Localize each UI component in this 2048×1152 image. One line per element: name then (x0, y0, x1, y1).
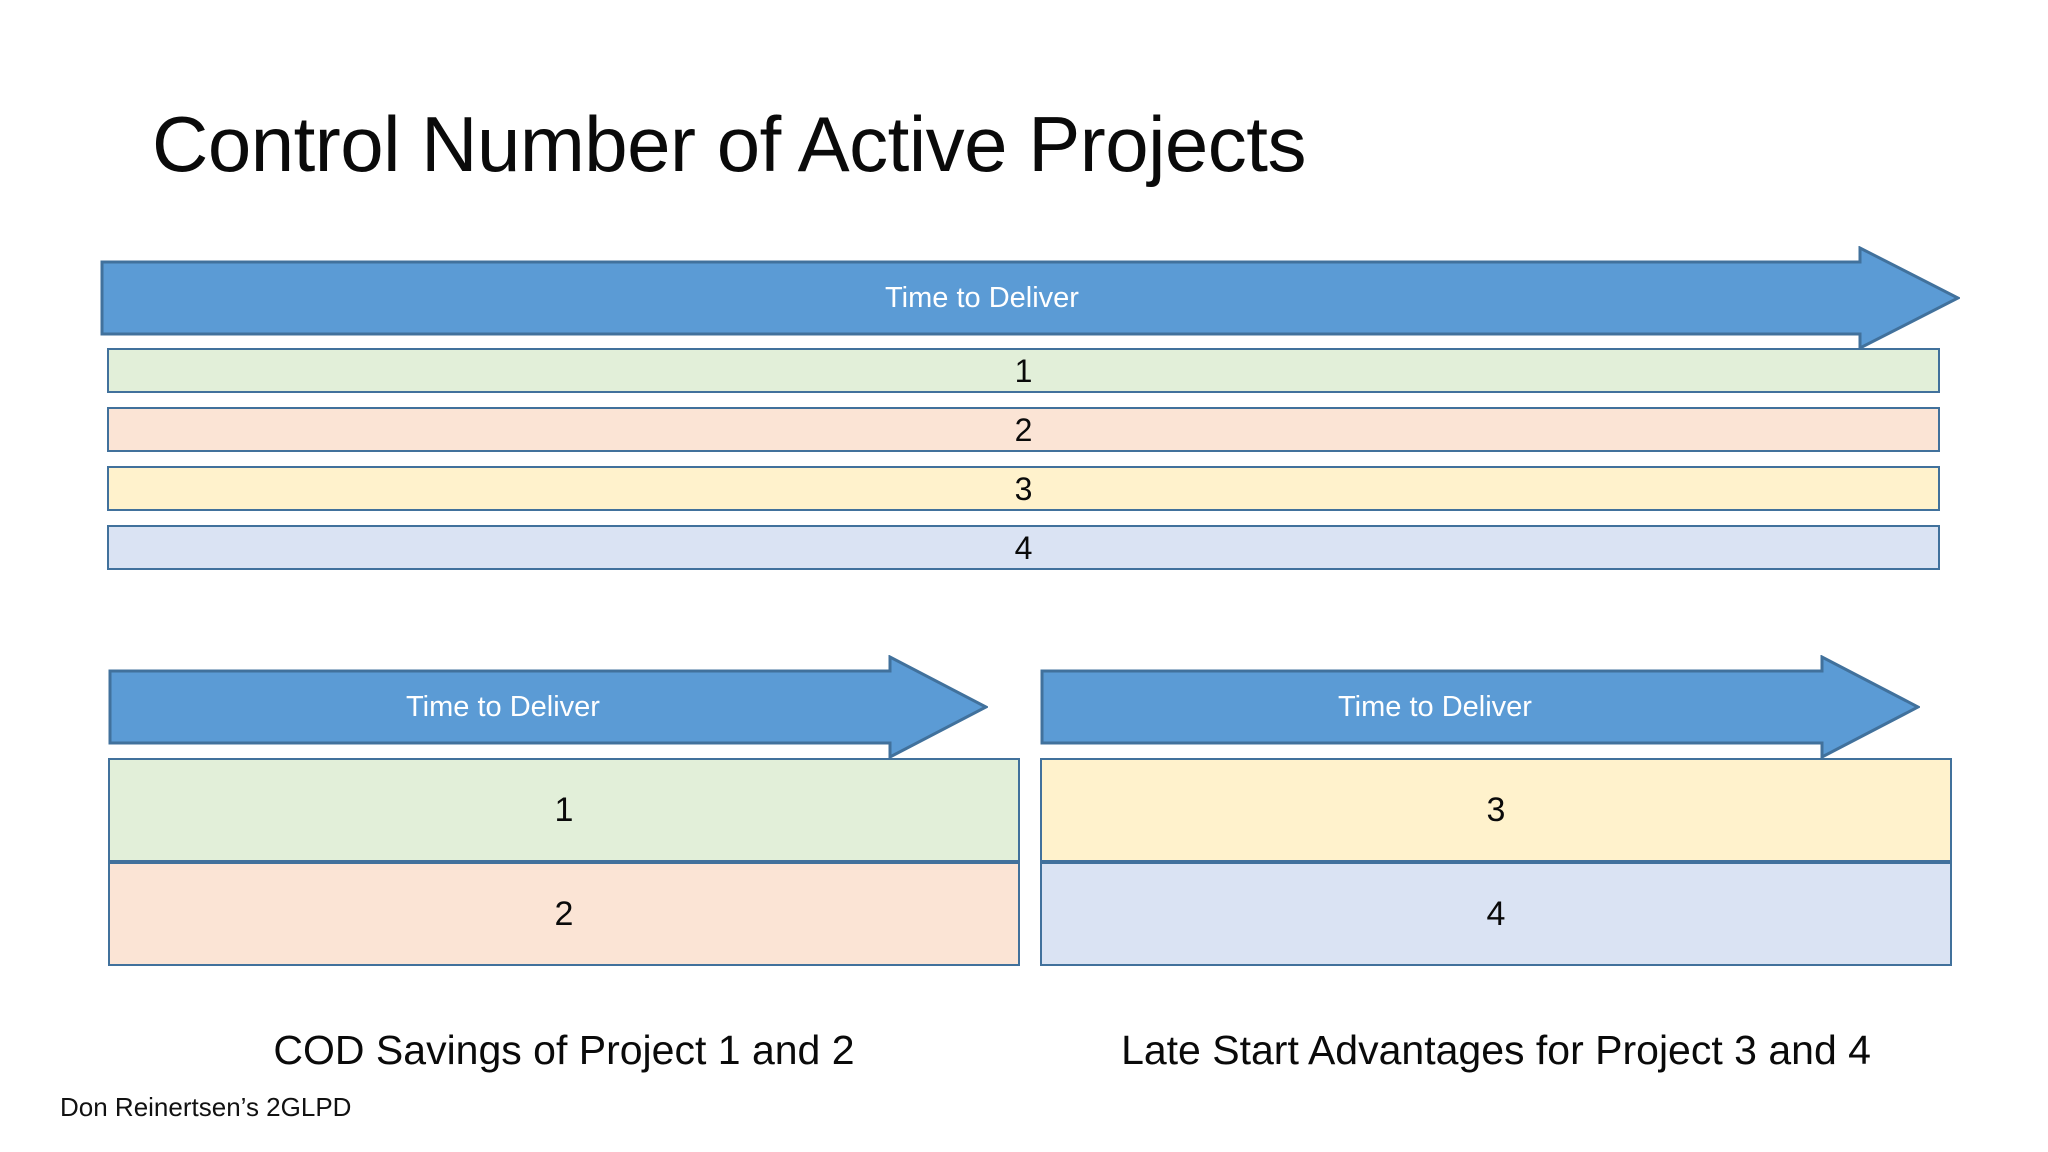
project-box-label: 2 (554, 895, 574, 933)
time-to-deliver-arrow-right: Time to Deliver (1040, 655, 1920, 759)
arrow-shape-icon (1040, 655, 1920, 759)
page-title: Control Number of Active Projects (152, 100, 1306, 188)
caption-right: Late Start Advantages for Project 3 and … (1121, 1027, 1871, 1073)
time-to-deliver-arrow-top: Time to Deliver (100, 246, 1960, 350)
caption-left: COD Savings of Project 1 and 2 (273, 1027, 855, 1073)
arrow-shape-icon (100, 246, 1960, 350)
arrow-shape-icon (108, 655, 988, 759)
timeline-bar-3: 3 (107, 466, 1940, 511)
project-box-left-2: 2 (108, 862, 1020, 966)
footer-attribution: Don Reinertsen’s 2GLPD (60, 1092, 352, 1122)
bar-label: 3 (1014, 470, 1033, 507)
timeline-bar-1: 1 (107, 348, 1940, 393)
bar-label: 1 (1014, 352, 1033, 389)
bar-label: 4 (1014, 529, 1033, 566)
time-to-deliver-arrow-left: Time to Deliver (108, 655, 988, 759)
bar-label: 2 (1014, 411, 1033, 448)
project-box-label: 1 (554, 791, 574, 829)
project-box-right-4: 4 (1040, 862, 1952, 966)
project-box-right-3: 3 (1040, 758, 1952, 862)
timeline-bar-2: 2 (107, 407, 1940, 452)
project-box-left-1: 1 (108, 758, 1020, 862)
project-box-label: 3 (1486, 791, 1506, 829)
project-box-label: 4 (1486, 895, 1506, 933)
timeline-bar-4: 4 (107, 525, 1940, 570)
